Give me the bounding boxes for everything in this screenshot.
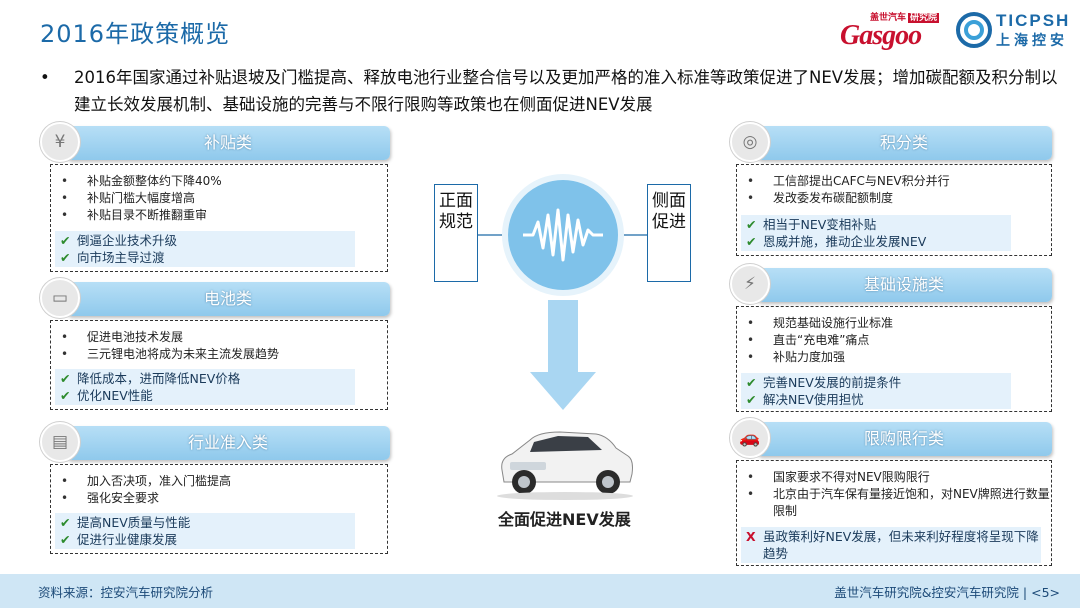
pulse-wave-icon [523,208,603,262]
document-icon: ▤ [40,422,80,462]
ticpsh-logo-en: TICPSH [996,11,1071,30]
check-icon: ✔ [60,515,71,530]
list-item: 补贴门槛大幅度增高 [51,190,387,207]
check-icon: ✔ [746,234,757,249]
effect-item: ✔倒逼企业技术升级 [60,233,178,248]
card-body: 国家要求不得对NEV限购限行 北京由于汽车保有量接近饱和，对NEV牌照进行数量限… [736,460,1052,566]
card-title: 电池类 [66,282,390,316]
car-illustration [497,431,633,500]
intro-paragraph: • 2016年国家通过补贴退坡及门槛提高、释放电池行业整合信号以及更加严格的准入… [30,64,1060,118]
card-title: 基础设施类 [756,268,1052,302]
check-icon: ✔ [746,375,757,390]
card-battery: 促进电池技术发展 三元锂电池将成为未来主流发展趋势 ✔降低成本，进而降低NEV价… [40,278,390,412]
check-icon: ✔ [746,392,757,407]
list-item: 补贴金额整体约下降40% [51,173,387,190]
list-item: 促进电池技术发展 [51,329,387,346]
intro-bullet: • [40,68,50,87]
card-infrastructure: 规范基础设施行业标准 直击“充电难”痛点 补贴力度加强 ✔完善NEV发展的前提条… [730,264,1052,414]
list-item: 补贴力度加强 [737,349,1051,366]
gasgoo-logo-word: Gasgoo [840,20,922,51]
effect-item: ✔降低成本，进而降低NEV价格 [60,371,241,386]
check-icon: ✔ [60,371,71,386]
list-item: 直击“充电难”痛点 [737,332,1051,349]
card-title: 行业准入类 [66,426,390,460]
check-icon: ✔ [60,233,71,248]
list-item: 补贴目录不断推翻重审 [51,207,387,224]
center-graphic [478,174,648,410]
car-caption: 全面促进NEV发展 [498,510,631,529]
card-credits: 工信部提出CAFC与NEV积分并行 发改委发布碳配额制度 ✔相当于NEV变相补贴… [730,122,1052,258]
charging-station-icon: ⚡ [730,264,770,304]
list-item: 发改委发布碳配额制度 [737,190,1051,207]
card-industry-access: 加入否决项，准入门槛提高 强化安全要求 ✔提高NEV质量与性能 ✔促进行业健康发… [40,422,390,556]
ticpsh-emblem-icon [956,12,992,48]
yen-ticket-icon: ¥ [40,122,80,162]
effect-item: ✔向市场主导过渡 [60,250,165,265]
list-item: 加入否决项，准入门槛提高 [51,473,387,490]
intro-text: 2016年国家通过补贴退坡及门槛提高、释放电池行业整合信号以及更加严格的准入标准… [74,68,1058,114]
footer-page: 盖世汽车研究院&控安汽车研究院 | <5> [834,585,1060,600]
label-side-promotion: 侧面促进 [647,184,691,282]
page-title: 2016年政策概览 [40,20,231,48]
check-icon: ✔ [60,532,71,547]
label-positive-regulation: 正面规范 [434,184,478,282]
effect-item: ✔解决NEV使用担忧 [746,392,864,407]
check-icon: ✔ [60,388,71,403]
down-arrow-shaft [548,300,578,372]
coins-icon: ◎ [730,122,770,162]
card-purchase-restriction: 国家要求不得对NEV限购限行 北京由于汽车保有量接近饱和，对NEV牌照进行数量限… [730,418,1052,568]
list-item: 规范基础设施行业标准 [737,315,1051,332]
list-item: 北京由于汽车保有量接近饱和，对NEV牌照进行数量限制 [737,486,1051,520]
pulse-circle [502,174,624,296]
gasgoo-logo: 盖世汽车研究院 Gasgoo [836,8,948,52]
ticpsh-logo: TICPSH 上海控安 [956,10,1076,50]
card-body: 补贴金额整体约下降40% 补贴门槛大幅度增高 补贴目录不断推翻重审 ✔倒逼企业技… [50,164,388,272]
list-item: 强化安全要求 [51,490,387,507]
list-item: 工信部提出CAFC与NEV积分并行 [737,173,1051,190]
ticpsh-logo-cn: 上海控安 [996,33,1068,49]
footer: 资料来源：控安汽车研究院分析 盖世汽车研究院&控安汽车研究院 | <5> [0,574,1080,608]
effect-item: ✔优化NEV性能 [60,388,153,403]
effect-item: ✔相当于NEV变相补贴 [746,217,877,232]
cross-icon: X [746,529,756,544]
card-title: 补贴类 [66,126,390,160]
gasgoo-logo-tag: 盖世汽车研究院 [870,13,940,23]
card-body: 加入否决项，准入门槛提高 强化安全要求 ✔提高NEV质量与性能 ✔促进行业健康发… [50,464,388,554]
card-body: 工信部提出CAFC与NEV积分并行 发改委发布碳配额制度 ✔相当于NEV变相补贴… [736,164,1052,256]
effect-item: ✔促进行业健康发展 [60,532,178,547]
card-title: 积分类 [756,126,1052,160]
card-subsidy: 补贴金额整体约下降40% 补贴门槛大幅度增高 补贴目录不断推翻重审 ✔倒逼企业技… [40,122,390,274]
check-icon: ✔ [746,217,757,232]
list-item: 国家要求不得对NEV限购限行 [737,469,1051,486]
effect-item: ✔恩威并施，推动企业发展NEV [746,234,927,249]
list-item: 三元锂电池将成为未来主流发展趋势 [51,346,387,363]
card-body: 促进电池技术发展 三元锂电池将成为未来主流发展趋势 ✔降低成本，进而降低NEV价… [50,320,388,410]
down-arrow-icon [530,372,596,410]
car-icon: 🚗 [730,418,770,458]
check-icon: ✔ [60,250,71,265]
card-body: 规范基础设施行业标准 直击“充电难”痛点 补贴力度加强 ✔完善NEV发展的前提条… [736,306,1052,412]
battery-icon: ▭ [40,278,80,318]
footer-source: 资料来源：控安汽车研究院分析 [38,585,214,600]
card-title: 限购限行类 [756,422,1052,456]
effect-item: ✔完善NEV发展的前提条件 [746,375,902,390]
effect-item: ✔提高NEV质量与性能 [60,515,191,530]
